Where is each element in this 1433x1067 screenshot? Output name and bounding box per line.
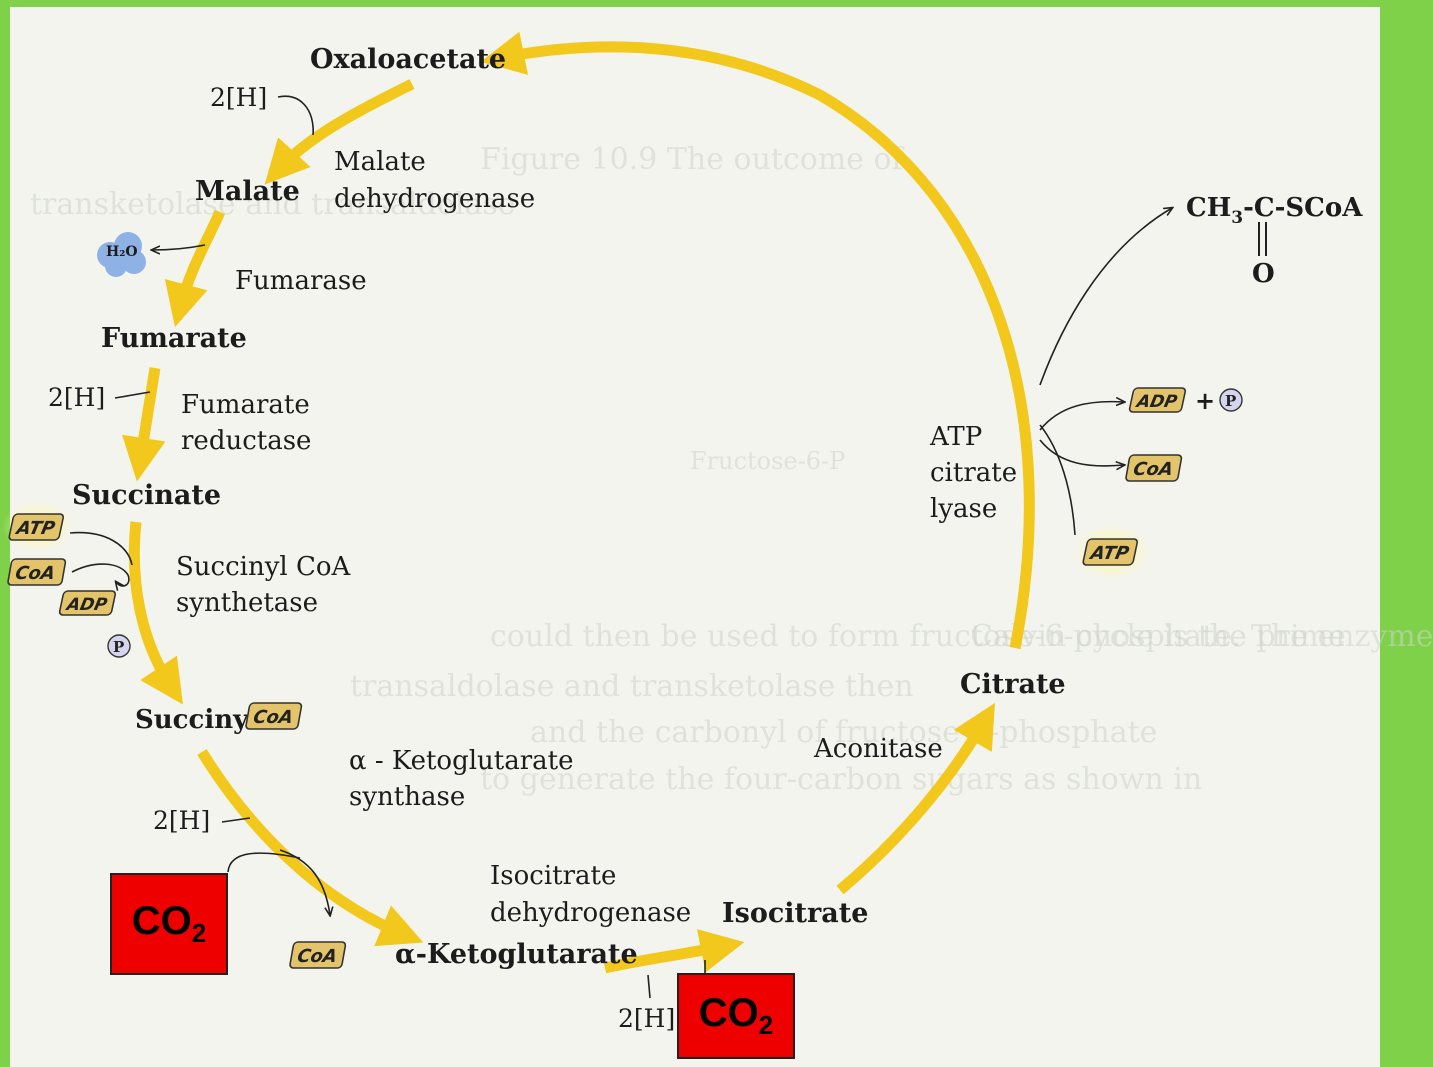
acetyl-coa-formula: CH3-C-SCoA O — [1186, 193, 1363, 289]
atp-citrate-lyase-label-line3: lyase — [930, 494, 997, 524]
co2-box-isocitrate-dh: CO2 — [677, 973, 795, 1059]
reducing-equivalent-label: 2[H] — [618, 1004, 675, 1033]
atp-consumption-arrow — [69, 531, 133, 566]
water-molecule-icon: H₂O — [97, 232, 146, 277]
atp-badge-icon: ATP — [8, 513, 65, 541]
fumarase-label: Fumarase — [235, 266, 367, 296]
2h-malate-dh-arrow — [277, 95, 314, 136]
reducing-equivalent-label: 2[H] — [48, 383, 105, 412]
reducing-equivalent-label: 2[H] — [153, 806, 210, 835]
akg-to-isocitrate-arrow — [603, 929, 745, 974]
citrate-to-oxaloacetate-arrow — [480, 31, 1035, 650]
coa-badge-label: CoA — [252, 707, 295, 728]
phosphate-icon: P — [107, 634, 131, 658]
malate-to-fumarate-arrow — [164, 209, 226, 328]
succinyl-coa-synthetase-label-line1: Succinyl CoA — [176, 552, 352, 582]
coa-input-arrow — [1039, 439, 1124, 466]
co2-label: CO2 — [698, 991, 774, 1040]
acetyl-coa-oxygen: O — [1252, 259, 1275, 289]
coa-badge-label: CoA — [14, 563, 57, 584]
fumarate-reductase-label-line2: reductase — [181, 426, 311, 456]
co2-label: CO2 — [131, 899, 207, 948]
adp-product-badge-icon: ADP — [1128, 387, 1187, 413]
adp-badge-label: ADP — [63, 595, 109, 615]
atp-badge-label: ATP — [13, 518, 58, 539]
background-paragraph-line: Calvin cycle is the prime — [970, 619, 1346, 654]
coa-badge-label: CoA — [1132, 459, 1175, 480]
akg-synthase-label-line2: synthase — [349, 782, 465, 812]
isocitrate-to-citrate-arrow — [836, 702, 995, 895]
malate-label: Malate — [195, 176, 300, 207]
background-caption-line: transketolase and transaldolase — [30, 187, 516, 222]
akg-synthase-label-line1: α - Ketoglutarate — [349, 746, 574, 776]
background-paragraph-line: transaldolase and transketolase then — [350, 669, 914, 704]
co2-akg-synthase-arrow — [227, 852, 301, 873]
succinyl-coa-to-akg-arrow — [197, 749, 424, 947]
succinyl-coa-synthetase-label-line2: synthetase — [176, 588, 318, 618]
coa-badge-icon: CoA — [7, 558, 67, 586]
fumarate-reductase-label-line1: Fumarate — [181, 390, 310, 420]
succinate-to-succinyl-coa-arrow — [128, 521, 183, 705]
plus-sign: + — [1195, 386, 1215, 415]
atp-input-badge-icon: ATP — [1082, 538, 1139, 566]
isocitrate-label: Isocitrate — [722, 898, 868, 929]
malate-dehydrogenase-label-line2: dehydrogenase — [334, 184, 535, 214]
fumarate-label: Fumarate — [101, 323, 247, 354]
2h-isocitrate-dh-arrow — [647, 974, 651, 999]
reverse-tca-cycle-diagram: Oxaloacetate Malate Fumarate Succinate S… — [2, 31, 1363, 1033]
background-figure-label: Fructose-6-P — [690, 447, 846, 475]
malate-dehydrogenase-label-line1: Malate — [334, 147, 426, 177]
fumarate-to-succinate-arrow — [121, 367, 166, 482]
coa-adp-loop-arrow — [71, 563, 130, 586]
water-release-arrow — [152, 244, 206, 250]
background-paragraph-line: and the carbonyl of fructose-6-phosphate — [530, 715, 1158, 750]
background-caption-line: Figure 10.9 The outcome of — [480, 142, 903, 177]
coa-released-badge-icon: CoA — [289, 941, 347, 969]
acetyl-coa-rest: -C-SCoA — [1243, 193, 1363, 223]
phosphate-label: P — [1225, 392, 1236, 410]
succinyl-coa-coa-badge-icon: CoA — [245, 702, 303, 730]
svg-text:CH3-C-SCoA: CH3-C-SCoA — [1186, 193, 1363, 228]
acetyl-coa-ch: CH — [1186, 193, 1231, 223]
phosphate-label: P — [113, 638, 124, 656]
aconitase-label: Aconitase — [813, 734, 943, 764]
phosphate-product-icon: P — [1219, 388, 1243, 412]
alpha-ketoglutarate-label: α-Ketoglutarate — [395, 939, 638, 970]
isocitrate-dehydrogenase-label-line1: Isocitrate — [490, 861, 616, 891]
succinate-label: Succinate — [72, 480, 221, 511]
coa-release-arrow — [279, 849, 330, 915]
2h-akg-synthase-arrow — [221, 817, 251, 823]
citrate-label: Citrate — [960, 669, 1066, 700]
atp-badge-label: ATP — [1087, 543, 1132, 564]
adp-badge-icon: ADP — [58, 590, 117, 616]
adp-pi-product-arrow — [1039, 402, 1124, 431]
atp-citrate-lyase-label-line2: citrate — [930, 458, 1017, 488]
acetyl-coa-product-arrow — [1039, 208, 1172, 386]
isocitrate-dehydrogenase-label-line2: dehydrogenase — [490, 898, 691, 928]
reducing-equivalent-label: 2[H] — [210, 83, 267, 112]
atp-input-arrow — [1039, 424, 1076, 536]
2h-fumarate-reductase-arrow — [114, 391, 151, 399]
water-label: H₂O — [106, 244, 138, 260]
acetyl-coa-subscript: 3 — [1231, 208, 1243, 228]
coa-input-badge-icon: CoA — [1125, 454, 1183, 482]
oxaloacetate-label: Oxaloacetate — [310, 44, 506, 75]
background-paragraph-line: to generate the four-carbon sugars as sh… — [480, 762, 1203, 797]
adp-badge-label: ADP — [1133, 392, 1179, 412]
atp-citrate-lyase-label-line1: ATP — [929, 422, 982, 452]
figure-panel: Figure 10.9 The outcome of transketolase… — [10, 7, 1433, 1067]
co2-box-akg-synthase: CO2 — [110, 873, 228, 975]
oxaloacetate-to-malate-arrow — [264, 79, 415, 185]
background-paragraph-line: could then be used to form fructose-6-ph… — [490, 619, 1433, 654]
coa-badge-label: CoA — [296, 946, 339, 967]
